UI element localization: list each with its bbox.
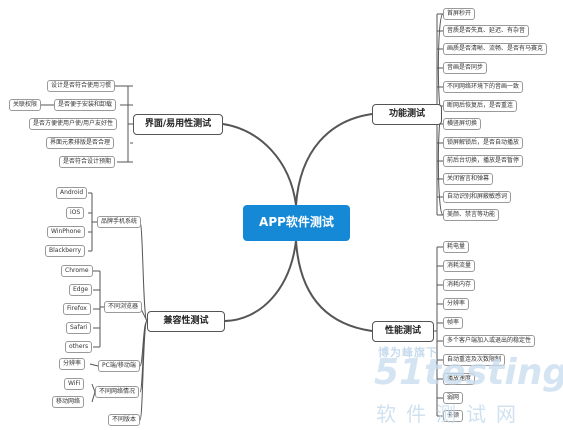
compat-leaf[interactable]: WinPhone — [47, 226, 85, 238]
perf-item[interactable]: 播放速度 — [443, 373, 476, 385]
connector-line — [139, 320, 148, 421]
function-item[interactable]: 画质是否清晰、流畅、是否有马赛克 — [443, 43, 548, 55]
function-item[interactable]: 音质是否失真、延迟、有杂音 — [443, 25, 530, 37]
branch-ui-usability-testing[interactable]: 界面/易用性测试 — [133, 114, 223, 135]
perf-item[interactable]: 多个客户端加入或退出的稳定性 — [443, 335, 536, 347]
compat-leaf[interactable]: others — [65, 341, 93, 353]
connector-line — [91, 391, 96, 403]
connector-line — [224, 240, 297, 322]
branch-function-testing[interactable]: 功能测试 — [372, 104, 442, 125]
ui-item[interactable]: 界面元素排版是否合理 — [46, 137, 115, 149]
ui-item[interactable]: 是否符合设计预期 — [59, 156, 116, 168]
watermark-subtitle: 博为峰旗下 — [378, 346, 438, 359]
compat-leaf[interactable]: 移动网络 — [52, 396, 85, 408]
perf-item[interactable]: 帧率 — [443, 317, 464, 329]
compat-leaf[interactable]: Android — [56, 187, 88, 199]
compat-group-brand-os[interactable]: 品牌手机系统 — [97, 216, 142, 228]
perf-item[interactable]: 分辨率 — [443, 298, 470, 310]
compat-leaf[interactable]: iOS — [66, 207, 85, 219]
connector-line — [295, 240, 373, 332]
function-item[interactable]: 自动识别和屏蔽敏感词 — [443, 191, 512, 203]
ui-item[interactable]: 是否便于安装和卸载 — [54, 99, 117, 111]
function-item[interactable]: 前后台切换，播放是否暂停 — [443, 155, 524, 167]
connector-line — [295, 113, 373, 206]
function-item[interactable]: 音画是否同步 — [443, 62, 488, 74]
function-item[interactable]: 不同网络环境下的音画一致 — [443, 81, 524, 93]
function-item[interactable]: 首屏秒开 — [443, 8, 476, 20]
function-item[interactable]: 关闭留言和弹幕 — [443, 173, 494, 185]
ui-item[interactable]: 是否方便使用户使/用户友好性 — [29, 118, 118, 130]
compat-leaf[interactable]: Blackberry — [45, 245, 86, 257]
compat-leaf[interactable]: Chrome — [61, 265, 93, 277]
compat-leaf[interactable]: WiFi — [64, 378, 85, 390]
watermark-logo: 51testing — [374, 352, 563, 393]
compat-group-browsers[interactable]: 不同浏览器 — [104, 301, 143, 313]
perf-item[interactable]: 消耗内存 — [443, 279, 476, 291]
function-item[interactable]: 美颜、禁言等功能 — [443, 209, 500, 221]
watermark-site-name: 软件测试网 — [376, 402, 526, 426]
perf-item[interactable]: 卡顿 — [443, 410, 464, 422]
perf-item[interactable]: 消耗流量 — [443, 260, 476, 272]
ui-item-permissions[interactable]: 关联权限 — [9, 99, 42, 111]
function-item[interactable]: 锁屏解锁后，是否自动播放 — [443, 137, 524, 149]
perf-item[interactable]: 自动重连及次数限制 — [443, 354, 506, 366]
compat-leaf[interactable]: Safari — [66, 322, 92, 334]
function-item[interactable]: 断网后恢复后，是否重连 — [443, 100, 518, 112]
function-item[interactable]: 横竖屏切换 — [443, 118, 482, 130]
branch-compatibility-testing[interactable]: 兼容性测试 — [147, 311, 225, 332]
connector-line — [91, 383, 96, 393]
compat-leaf[interactable]: Edge — [69, 284, 93, 296]
compat-group-versions[interactable]: 不同版本 — [108, 414, 141, 426]
compat-leaf[interactable]: Firefox — [63, 303, 91, 315]
perf-item[interactable]: 弱网 — [443, 392, 464, 404]
perf-item[interactable]: 耗电量 — [443, 241, 470, 253]
branch-performance-testing[interactable]: 性能测试 — [372, 321, 434, 342]
connector-line — [89, 363, 99, 367]
compat-group-pc-mobile[interactable]: PC端/移动端 — [98, 360, 140, 372]
connector-line — [222, 123, 297, 206]
center-node-app-testing[interactable]: APP软件测试 — [243, 205, 350, 241]
ui-item[interactable]: 设计是否符合使用习惯 — [47, 80, 116, 92]
compat-group-networks[interactable]: 不同网络情况 — [95, 386, 140, 398]
compat-leaf[interactable]: 分辨率 — [59, 358, 86, 370]
